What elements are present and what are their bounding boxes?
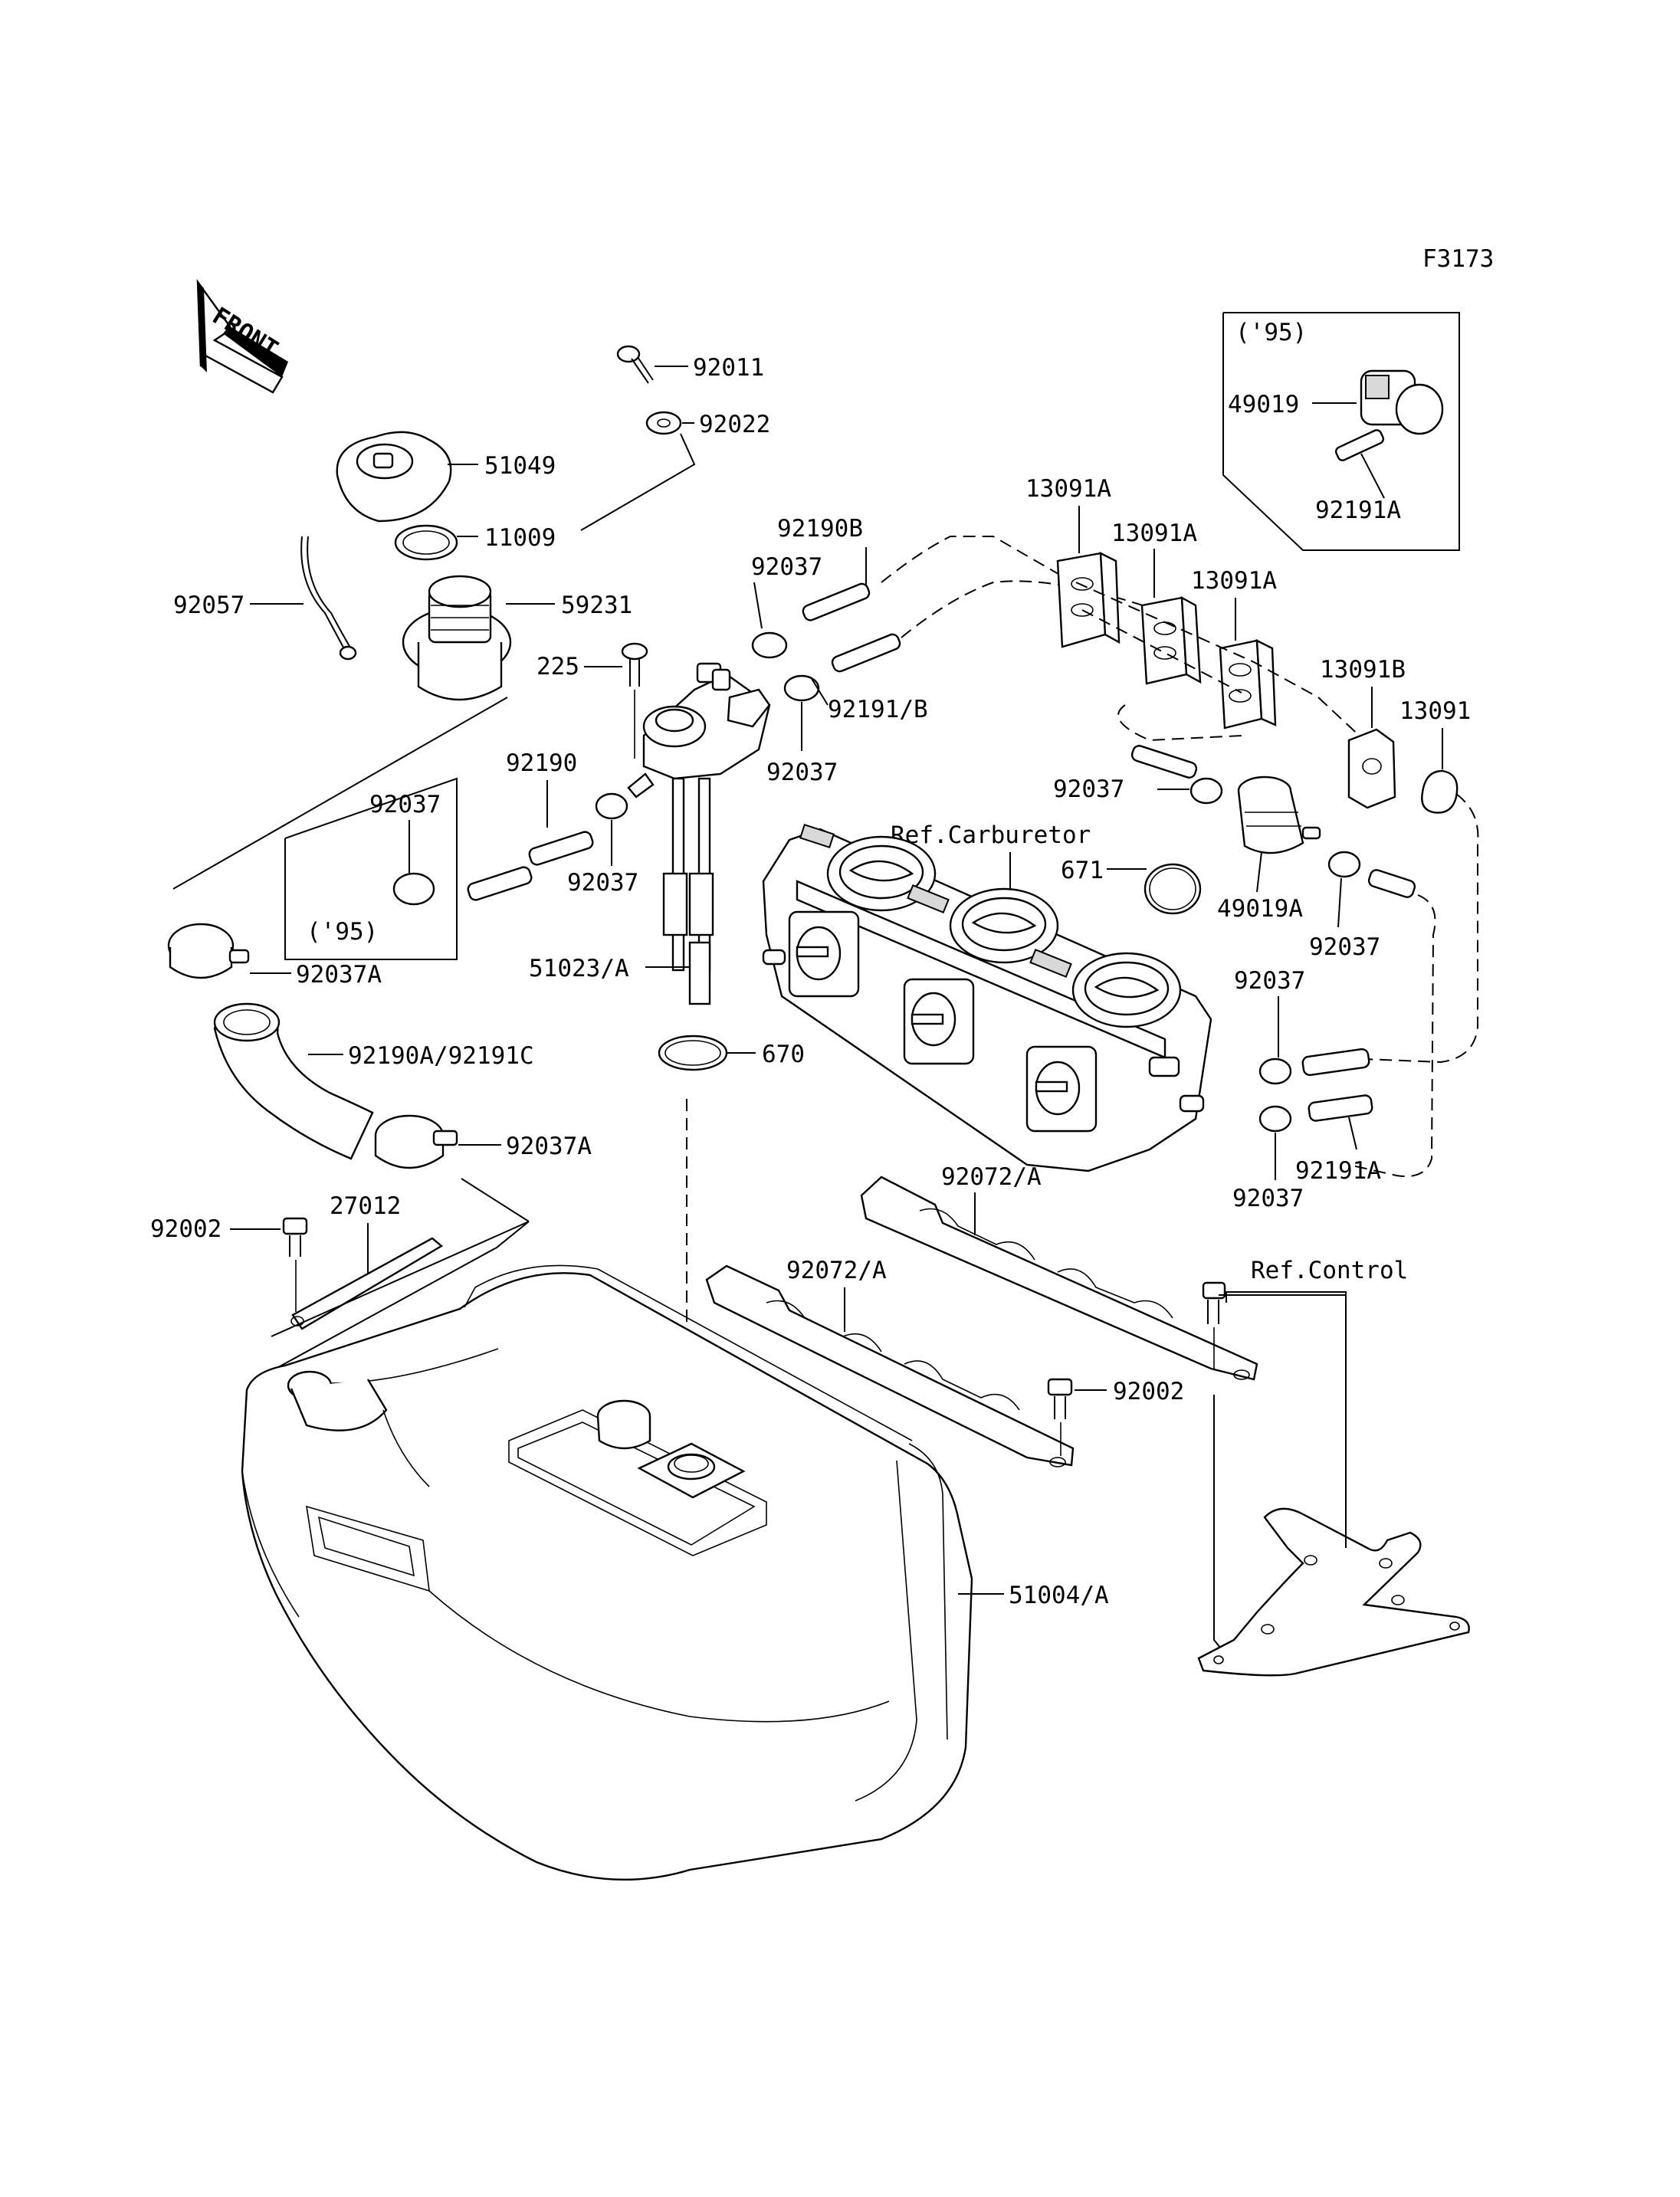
hose-d-icon xyxy=(1367,869,1416,898)
bolt-icon xyxy=(616,345,654,384)
callout-92190: 92190 xyxy=(506,749,577,777)
callout-92072A-1: 92072/A xyxy=(941,1163,1042,1191)
damper-b-icon xyxy=(1140,595,1202,685)
damper-a-icon xyxy=(1056,552,1121,648)
callout-92191B: 92191/B xyxy=(828,696,928,723)
fuel-hose-92190A-icon xyxy=(213,1002,374,1160)
damper-13091B-icon xyxy=(1347,728,1396,809)
clamp-a-icon xyxy=(751,631,788,659)
callout-92037-e: 92037 xyxy=(1309,933,1380,961)
fuel-filter-icon xyxy=(1360,369,1444,435)
callout-92011: 92011 xyxy=(693,354,764,382)
clamp-c-icon xyxy=(595,792,628,820)
tank-strap-27012-icon xyxy=(290,1237,444,1330)
hose-clamp-92037A-1-icon xyxy=(167,923,250,979)
clamp-f-icon xyxy=(1258,1058,1292,1085)
bolt-control-icon xyxy=(1202,1281,1226,1324)
ref-control: Ref.Control xyxy=(1251,1257,1408,1284)
filler-neck-icon xyxy=(402,575,512,701)
inset-95-left-year: ('95) xyxy=(307,918,378,946)
tether-strap-icon xyxy=(300,536,357,661)
fuel-filter-49019A-icon xyxy=(1237,776,1321,854)
washer-icon xyxy=(645,411,682,435)
callout-92191A: 92191A xyxy=(1295,1157,1381,1185)
screw-icon xyxy=(621,642,648,687)
damper-13091-icon xyxy=(1421,769,1459,814)
figure-code: F3173 xyxy=(1422,245,1494,273)
callout-51023A: 51023/A xyxy=(529,955,629,982)
callout-49019: 49019 xyxy=(1228,391,1299,418)
hose-short-icon xyxy=(1334,429,1385,461)
callout-92037-b: 92037 xyxy=(766,759,838,786)
callout-51004A: 51004/A xyxy=(1009,1582,1109,1609)
hose-92190B-icon xyxy=(802,582,871,621)
callout-225: 225 xyxy=(536,653,579,680)
callout-27012: 27012 xyxy=(330,1192,401,1220)
o-ring-671-icon xyxy=(1144,863,1202,915)
callout-13091A-3: 13091A xyxy=(1191,567,1277,595)
fuel-cap-icon xyxy=(336,431,452,523)
callout-670: 670 xyxy=(762,1041,805,1068)
heat-guard-b-icon xyxy=(705,1264,1075,1467)
fuel-tank-icon xyxy=(241,1264,973,1881)
carburetor-assembly-icon xyxy=(762,824,1212,1172)
callout-13091A-1: 13091A xyxy=(1025,475,1111,503)
heat-guard-a-icon xyxy=(860,1176,1258,1381)
callout-92037-a: 92037 xyxy=(751,553,822,581)
hose-c-icon xyxy=(1130,745,1198,779)
callout-59231: 59231 xyxy=(561,592,632,619)
clamp-e-icon xyxy=(1327,851,1361,878)
callout-92072A-2: 92072/A xyxy=(786,1257,887,1284)
hose-clamp-92037A-2-icon xyxy=(374,1114,458,1169)
callout-13091B: 13091B xyxy=(1320,656,1406,684)
clamp-b-icon xyxy=(783,674,820,702)
hose-f-icon xyxy=(1308,1094,1373,1122)
fuel-cock-icon xyxy=(627,662,771,1005)
callout-11009: 11009 xyxy=(484,524,556,552)
control-bracket-icon xyxy=(1197,1507,1470,1677)
callout-92002-2: 92002 xyxy=(1113,1378,1184,1405)
callout-92037-f: 92037 xyxy=(1234,967,1305,995)
callout-92037A-2: 92037A xyxy=(506,1133,592,1160)
callout-13091: 13091 xyxy=(1399,697,1471,725)
inset-95-filter: ('95) 49019 92191A xyxy=(1222,312,1460,551)
callout-92002-1: 92002 xyxy=(150,1215,221,1243)
callout-92037-d: 92037 xyxy=(1053,776,1124,803)
clamp-g-icon xyxy=(1258,1105,1292,1133)
hose-92191B-icon xyxy=(831,633,901,673)
callout-671: 671 xyxy=(1061,857,1104,884)
clamp-icon xyxy=(392,872,435,906)
callout-92057: 92057 xyxy=(173,592,244,619)
damper-c-icon xyxy=(1219,638,1277,730)
callout-92191A-inset: 92191A xyxy=(1315,497,1401,524)
inset-95-year: ('95) xyxy=(1235,319,1307,346)
callout-92037A-1: 92037A xyxy=(296,961,382,989)
ref-carburetor: Ref.Carburetor xyxy=(891,821,1091,849)
front-arrow-icon: FRONT xyxy=(196,279,288,394)
callout-92022: 92022 xyxy=(699,411,770,438)
clamp-d-icon xyxy=(1189,777,1223,805)
callout-49019A: 49019A xyxy=(1217,895,1303,923)
callout-92190A: 92190A/92191C xyxy=(348,1042,534,1070)
callout-51049: 51049 xyxy=(484,452,556,480)
bolt-92002-2-icon xyxy=(1047,1378,1073,1419)
callout-13091A-2: 13091A xyxy=(1111,520,1197,547)
callout-92037-g: 92037 xyxy=(1232,1185,1304,1212)
hose-e-icon xyxy=(1301,1048,1370,1077)
bolt-92002-1-icon xyxy=(282,1217,308,1257)
inset-95-clamp: 92037 ('95) xyxy=(284,777,458,960)
hose-a-icon xyxy=(467,866,533,901)
hose-b-icon xyxy=(528,831,594,866)
callout-92037-c: 92037 xyxy=(567,869,638,897)
callout-92190B: 92190B xyxy=(777,515,863,543)
inset-95-part: 92037 xyxy=(369,791,441,818)
